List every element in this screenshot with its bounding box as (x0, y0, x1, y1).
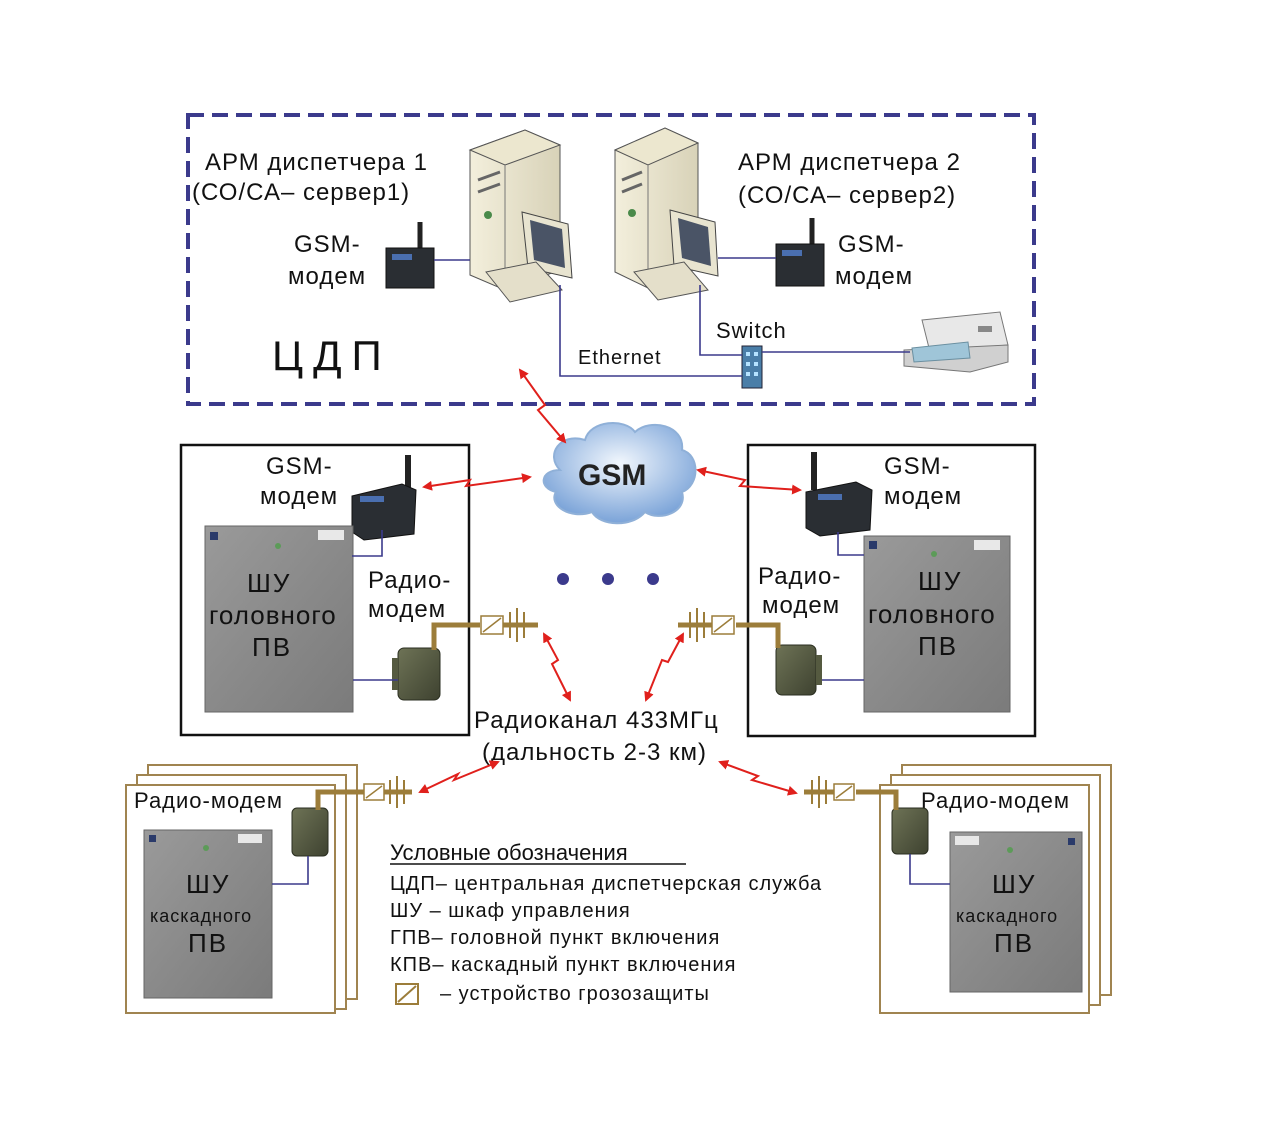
link-cascade-right-channel (718, 760, 798, 796)
cascade-left-cabinet-line3: ПВ (188, 928, 228, 958)
head-right-cabinet-line1: ШУ (918, 566, 962, 596)
radio-modem-icon (891, 807, 929, 855)
arm1-line1: АРМ диспетчера 1 (205, 149, 428, 176)
control-cabinet-icon (143, 829, 273, 999)
arm2-line2: (СО/СА– сервер2) (738, 182, 956, 209)
surge-protector-icon (395, 983, 419, 1005)
head-station-left-frame (179, 443, 471, 737)
head-right-radio-label1: Радио- (758, 563, 841, 590)
head-left-radio-label1: Радио- (368, 567, 451, 594)
workstation-1-icon (468, 129, 573, 303)
cascade-left-radio-label: Радио-модем (134, 788, 283, 813)
legend-item: – устройство грозозащиты (440, 983, 710, 1005)
cascade-right-radio-label: Радио-модем (921, 788, 1070, 813)
head-left-cabinet-line2: головного (209, 600, 337, 630)
head-right-cabinet-line2: головного (868, 599, 996, 629)
ethernet-label: Ethernet (578, 347, 662, 369)
legend: Условные обозначения ЦДП– центральная ди… (390, 840, 822, 1005)
gsm-modem-icon (385, 222, 435, 289)
cascade-right-cabinet-line2: каскадного (956, 906, 1058, 926)
radio-channel-line2: (дальность 2-3 км) (482, 739, 707, 766)
arm1-line2: (СО/СА– сервер1) (192, 179, 410, 206)
head-right-gsm-label1: GSM- (884, 453, 951, 480)
cascade-right-cabinet-line3: ПВ (994, 928, 1034, 958)
workstation-2-icon (613, 127, 719, 301)
head-left-gsm-label2: модем (260, 483, 338, 510)
link-head-left-channel (543, 632, 571, 702)
radio-modem-icon (291, 807, 329, 857)
head-right-gsm-label2: модем (884, 483, 962, 510)
control-cabinet-icon (863, 535, 1011, 713)
head-right-radio-label2: модем (762, 592, 840, 619)
head-right-cabinet-line3: ПВ (918, 631, 958, 661)
link-head-right-channel (644, 632, 684, 702)
head-left-radio-label2: модем (368, 596, 446, 623)
head-station-right-frame (746, 443, 1037, 738)
cascade-right-cabinet-line1: ШУ (992, 869, 1036, 899)
head-left-cabinet-line1: ШУ (247, 568, 291, 598)
cascade-right-wiring (909, 854, 950, 885)
gsm-cloud-icon (542, 421, 697, 525)
legend-item: ГПВ– головной пункт включения (390, 927, 720, 949)
control-cabinet-icon (949, 831, 1083, 993)
gsm-modem-right-label1: GSM- (838, 231, 905, 258)
antenna-icon (315, 776, 412, 810)
link-head-left-cloud (422, 473, 532, 491)
antenna-icon (431, 608, 538, 650)
control-cabinet-icon (204, 525, 354, 713)
switch-label: Switch (716, 318, 787, 343)
arm2-line1: АРМ диспетчера 2 (738, 149, 961, 176)
gsm-modem-right-label2: модем (835, 263, 913, 290)
cascade-left-wiring (272, 856, 309, 885)
gsm-modem-left-label2: модем (288, 263, 366, 290)
gsm-modem-icon (351, 455, 417, 541)
head-left-wiring (352, 530, 398, 681)
antenna-icon (678, 608, 781, 648)
link-cdp-cloud (518, 368, 567, 444)
gsm-modem-icon (805, 452, 873, 537)
link-cascade-left-channel (418, 760, 500, 794)
cdp-frame (186, 113, 1036, 406)
legend-item: ЦДП– центральная диспетчерская служба (390, 873, 822, 895)
radio-channel-line1: Радиоканал 433МГц (474, 707, 719, 734)
network-switch-icon (741, 345, 763, 389)
legend-title: Условные обозначения (390, 840, 628, 865)
head-right-wiring (822, 532, 864, 681)
more-stations-ellipsis (557, 573, 659, 585)
gsm-modem-icon (775, 218, 825, 287)
cascade-left-cabinet-line2: каскадного (150, 906, 252, 926)
gsm-modem-left-label1: GSM- (294, 231, 361, 258)
radio-modem-icon (775, 644, 822, 696)
cdp-label: ЦДП (272, 332, 392, 379)
gsm-cloud-label: GSM (578, 459, 646, 492)
link-head-right-cloud (696, 466, 802, 495)
legend-item: КПВ– каскадный пункт включения (390, 954, 736, 976)
printer-icon (903, 311, 1009, 373)
antenna-icon (804, 776, 899, 810)
head-left-gsm-label1: GSM- (266, 453, 333, 480)
wireless-links (418, 368, 802, 796)
legend-item: ШУ – шкаф управления (390, 900, 631, 922)
head-left-cabinet-line3: ПВ (252, 632, 292, 662)
cascade-left-cabinet-line1: ШУ (186, 869, 230, 899)
radio-modem-icon (392, 647, 441, 701)
